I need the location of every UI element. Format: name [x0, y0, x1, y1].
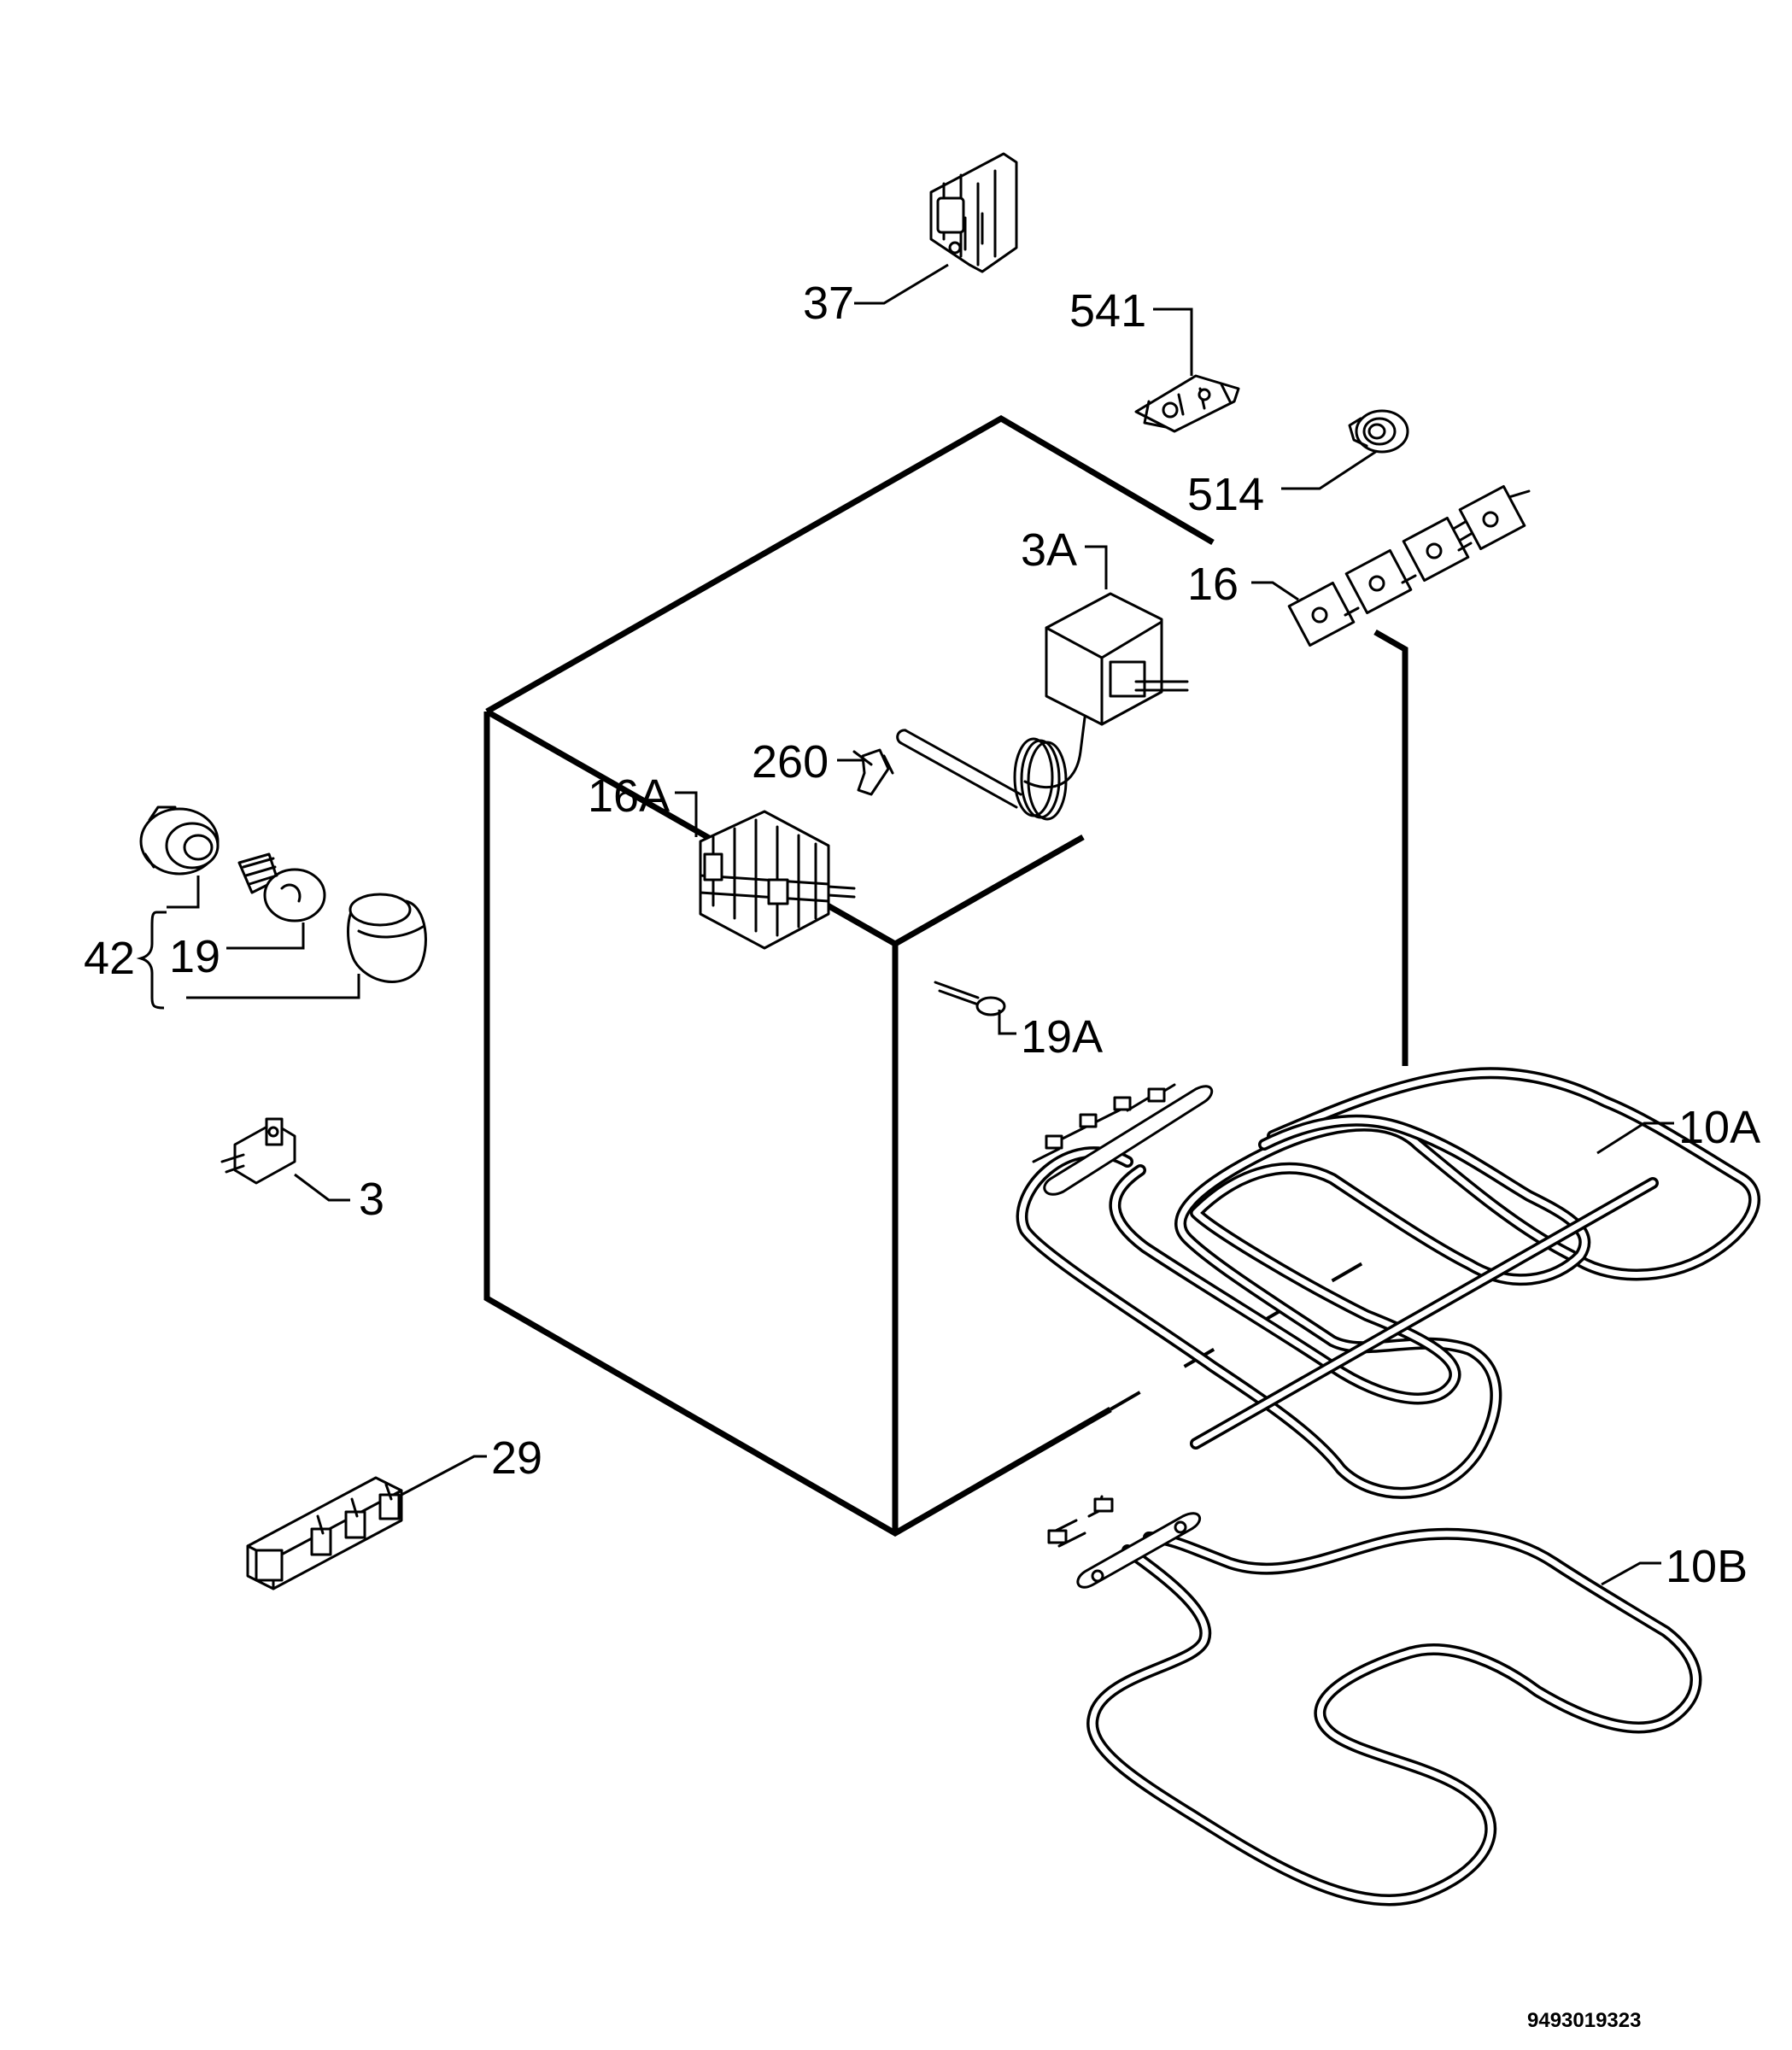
clip-260-icon	[852, 748, 894, 796]
oven-cavity-box	[483, 414, 1408, 1538]
lamp-cover-42-icon	[347, 893, 427, 983]
label-42: 42	[84, 933, 135, 984]
label-260: 260	[752, 736, 829, 788]
switch-bank-16-icon	[1287, 484, 1531, 647]
bulb-19-icon	[237, 852, 326, 922]
terminal-block-29-icon	[246, 1476, 403, 1590]
leader-514	[1281, 449, 1378, 490]
leader-3	[294, 1173, 350, 1202]
label-3A: 3A	[1021, 524, 1077, 576]
terminal-541-icon	[1134, 374, 1240, 433]
selector-16A-icon	[699, 810, 856, 950]
leader-10B	[1601, 1561, 1661, 1586]
lamp-holder-42-icon	[139, 805, 220, 876]
label-10A: 10A	[1678, 1102, 1760, 1153]
leader-16A	[675, 791, 698, 837]
leader-42-holder	[167, 876, 200, 909]
leader-541	[1153, 308, 1193, 376]
leader-37	[854, 263, 949, 305]
label-16A: 16A	[588, 770, 670, 822]
leader-19A	[998, 1010, 1016, 1035]
label-19A: 19A	[1021, 1011, 1103, 1063]
leader-16	[1251, 581, 1299, 601]
brace-42	[136, 911, 167, 1010]
heating-element-10B-icon	[1047, 1495, 1702, 1906]
heating-element-10A-icon	[1016, 1067, 1761, 1499]
leader-3A	[1085, 545, 1108, 589]
label-19: 19	[169, 931, 220, 982]
label-514: 514	[1187, 469, 1264, 520]
switch-37-icon	[929, 152, 1018, 273]
leader-29	[401, 1455, 487, 1496]
label-37: 37	[803, 278, 854, 329]
leader-19	[226, 922, 305, 950]
label-10B: 10B	[1666, 1541, 1748, 1592]
thermostat-3A-icon	[896, 592, 1189, 821]
cable-19A-icon	[934, 981, 1006, 1016]
label-3: 3	[359, 1174, 384, 1225]
label-16: 16	[1187, 559, 1239, 610]
leader-42-cover	[186, 974, 360, 999]
document-number: 9493019323	[1527, 2009, 1641, 2032]
grommet-514-icon	[1348, 409, 1409, 454]
thermal-cutout-3-icon	[220, 1117, 296, 1185]
label-541: 541	[1069, 285, 1146, 337]
leader-10A	[1596, 1122, 1674, 1155]
label-29: 29	[491, 1432, 542, 1484]
